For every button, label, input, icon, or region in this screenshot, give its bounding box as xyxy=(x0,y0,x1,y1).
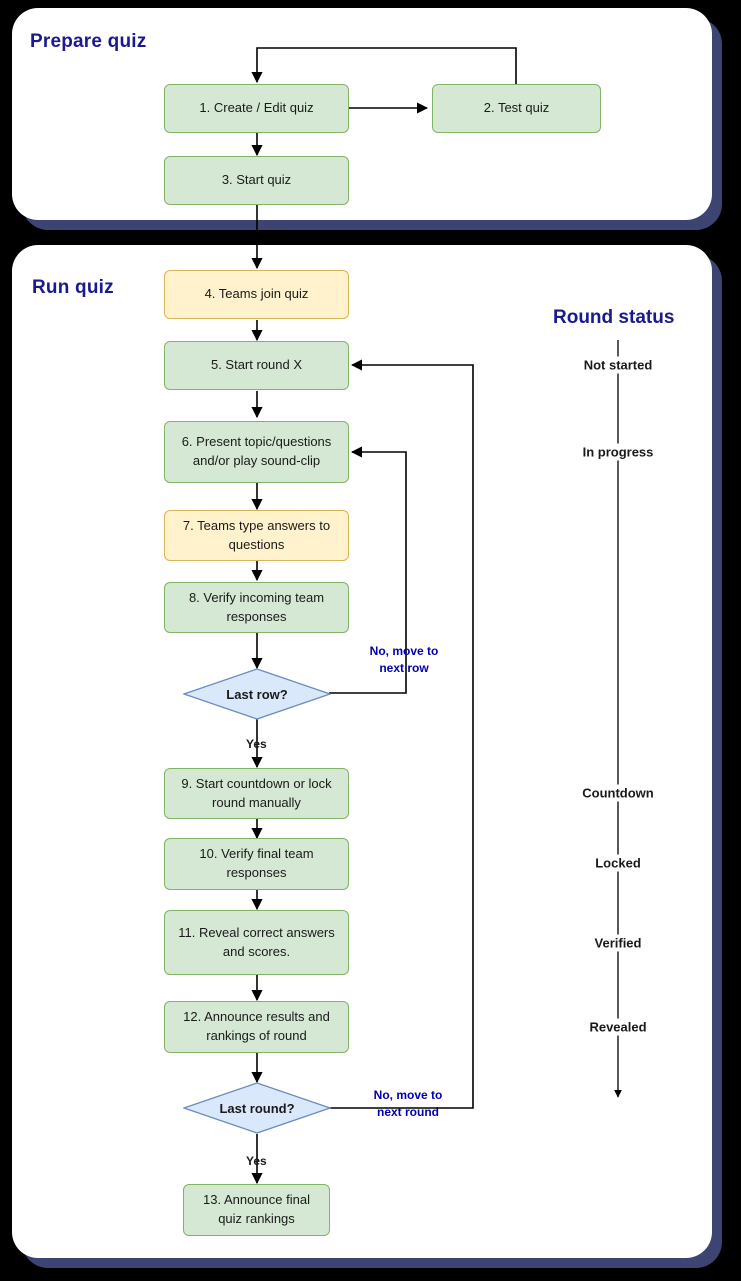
node-label: 11. Reveal correct answers and scores. xyxy=(178,924,335,959)
node-verify-final-responses[interactable]: 10. Verify final team responses xyxy=(164,838,349,890)
node-present-topic-questions[interactable]: 6. Present topic/questions and/or play s… xyxy=(164,421,349,483)
status-label-locked: Locked xyxy=(590,854,646,872)
status-label-verified: Verified xyxy=(589,934,647,952)
diamond-shape xyxy=(181,1082,333,1134)
node-announce-round-results[interactable]: 12. Announce results and rankings of rou… xyxy=(164,1001,349,1053)
node-label: 6. Present topic/questions and/or play s… xyxy=(181,434,332,468)
status-label-revealed: Revealed xyxy=(584,1018,652,1036)
status-label-countdown: Countdown xyxy=(577,784,659,802)
node-label: 5. Start round X xyxy=(210,357,303,373)
node-label: 7. Teams type answers to questions xyxy=(182,517,331,552)
edge-label-last-round-yes: Yes xyxy=(246,1154,267,1168)
node-label: 9. Start countdown or lock round manuall… xyxy=(181,775,332,810)
decision-last-round[interactable]: Last round? xyxy=(181,1082,333,1134)
node-label: 3. Start quiz xyxy=(221,172,292,188)
node-start-quiz[interactable]: 3. Start quiz xyxy=(164,156,349,205)
decision-label: Last round? xyxy=(219,1100,295,1116)
node-label: 12. Announce results and rankings of rou… xyxy=(183,1009,330,1043)
node-teams-type-answers[interactable]: 7. Teams type answers to questions xyxy=(164,510,349,561)
decision-label: Last row? xyxy=(226,686,288,702)
decision-last-row[interactable]: Last row? xyxy=(181,668,333,720)
edge-label-last-row-yes: Yes xyxy=(246,737,267,751)
status-label-in-progress: In progress xyxy=(577,443,659,461)
node-label: 8. Verify incoming team responses xyxy=(188,589,325,624)
node-reveal-answers-scores[interactable]: 11. Reveal correct answers and scores. xyxy=(164,910,349,975)
round-status-title: Round status xyxy=(553,307,675,328)
node-announce-final-rankings[interactable]: 13. Announce final quiz rankings xyxy=(183,1184,330,1236)
node-label: 10. Verify final team responses xyxy=(199,846,314,880)
swimlane-title-run: Run quiz xyxy=(32,277,114,298)
node-test-quiz[interactable]: 2. Test quiz xyxy=(432,84,601,133)
node-teams-join-quiz[interactable]: 4. Teams join quiz xyxy=(164,270,349,319)
diamond-shape xyxy=(181,668,333,720)
node-label: 2. Test quiz xyxy=(483,100,550,116)
node-start-round[interactable]: 5. Start round X xyxy=(164,341,349,390)
node-label: 4. Teams join quiz xyxy=(204,286,309,302)
edge-label-last-round-no: No, move to next round xyxy=(373,1088,443,1120)
node-label: 13. Announce final quiz rankings xyxy=(203,1192,310,1226)
node-verify-incoming-responses[interactable]: 8. Verify incoming team responses xyxy=(164,582,349,633)
status-label-not-started: Not started xyxy=(578,356,658,374)
swimlane-title-prepare: Prepare quiz xyxy=(30,31,147,52)
node-create-edit-quiz[interactable]: 1. Create / Edit quiz xyxy=(164,84,349,133)
edge-label-last-row-no: No, move to next row xyxy=(369,644,439,676)
node-start-countdown-lock[interactable]: 9. Start countdown or lock round manuall… xyxy=(164,768,349,819)
node-label: 1. Create / Edit quiz xyxy=(199,100,314,116)
